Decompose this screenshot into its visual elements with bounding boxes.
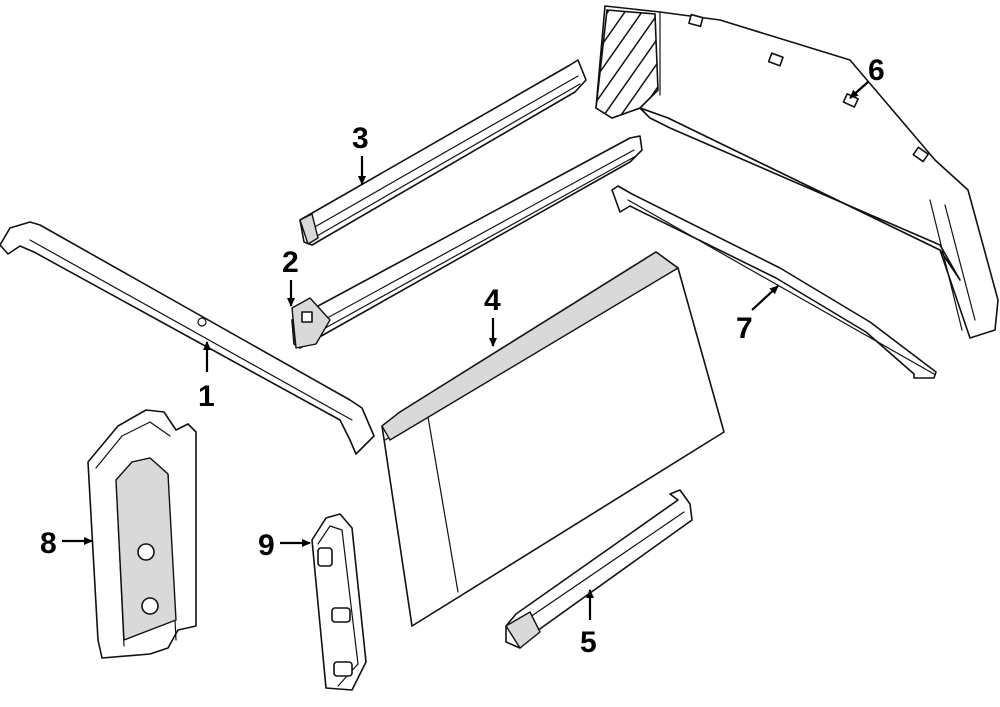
callout-labels: 1 2 3 4 5 6 7 8 9 [40, 54, 885, 659]
leader-7 [751, 285, 779, 311]
callout-4: 4 [484, 284, 501, 317]
part-2-channel [291, 135, 643, 349]
callout-8: 8 [40, 527, 57, 560]
callout-2: 2 [282, 246, 299, 279]
part-3-channel [299, 59, 587, 246]
callout-3: 3 [352, 122, 369, 155]
callout-6: 6 [868, 54, 885, 87]
part-6-roof-panel [595, 5, 999, 339]
callout-5: 5 [580, 626, 597, 659]
part-8-pillar-trim [87, 409, 197, 659]
part-9-pillar-trim [311, 513, 367, 691]
leader-lines [62, 81, 869, 620]
part-7-weatherstrip [611, 185, 937, 379]
callout-1: 1 [198, 380, 215, 413]
callout-7: 7 [736, 312, 753, 345]
part-1-header-trim [0, 221, 375, 455]
part-5-channel [505, 489, 693, 649]
leader-6 [849, 81, 869, 99]
callout-9: 9 [258, 529, 275, 562]
part-4-glass-panel [381, 251, 725, 627]
